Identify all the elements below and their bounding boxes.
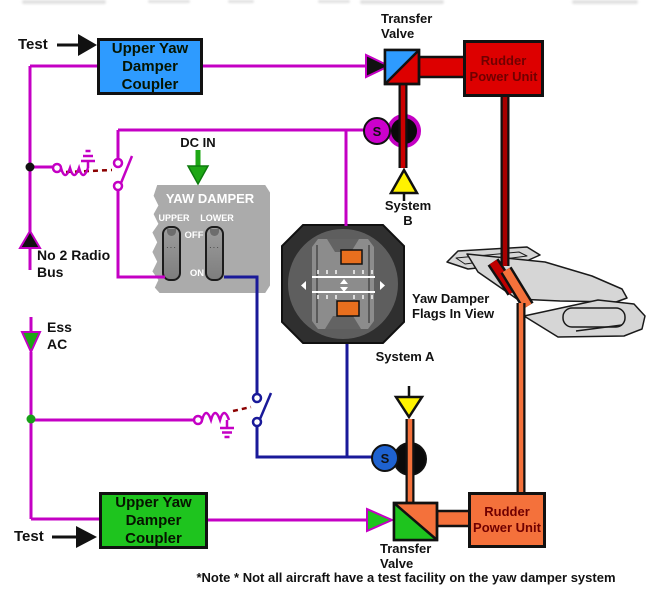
switch-contact (112, 157, 124, 169)
signal-arrowhead-top-icon (365, 53, 392, 79)
dc-in-arrow-icon (186, 150, 210, 186)
switch-contact (112, 180, 124, 192)
junction-dot-green (26, 414, 36, 424)
relay-coil-icon (59, 163, 90, 177)
test-label-top: Test (18, 36, 48, 53)
edge-artifact (228, 0, 254, 3)
solenoid-b-letter: S (373, 124, 382, 139)
upper-yaw-damper-coupler: Upper Yaw Damper Coupler (97, 38, 203, 95)
switch-notch (167, 229, 176, 236)
magenta-wiring (28, 64, 369, 522)
relay-contact (51, 162, 63, 174)
ground-icon (81, 149, 95, 168)
test-arrow-top-icon (57, 34, 97, 56)
upper-yaw-damper-toggle: ··· (162, 226, 181, 281)
panel-title: YAW DAMPER (165, 191, 255, 206)
footnote: *Note * Not all aircraft have a test fac… (196, 570, 616, 585)
transfer-valve-top (383, 48, 421, 86)
rudder-power-unit-top: Rudder Power Unit (463, 40, 544, 97)
lower-switch-label: LOWER (200, 213, 234, 223)
test-label-bottom: Test (14, 528, 44, 545)
relay-linkage-dashed (65, 168, 113, 174)
ess-ac-arrow-icon (20, 331, 42, 355)
junction-dot (25, 162, 35, 172)
relay-linkage-dashed (232, 405, 252, 413)
solenoid-valve-b (363, 117, 391, 145)
on-position-label: ON (189, 268, 205, 279)
edge-artifact (572, 0, 638, 4)
edge-artifact (360, 0, 444, 4)
lower-warning-flag (336, 300, 360, 317)
test-arrow-bottom-icon (52, 526, 97, 548)
yaw-damper-indicator-gauge (281, 224, 405, 344)
edge-artifact (148, 0, 190, 3)
system-a-label: System A (375, 349, 435, 364)
system-b-supply-icon (388, 167, 420, 195)
edge-artifact (318, 0, 350, 3)
switch-blade (119, 155, 134, 184)
signal-arrowhead-bottom-icon (366, 507, 395, 533)
rudder-actuators (487, 258, 534, 310)
solenoid-a-letter: S (381, 451, 390, 466)
off-position-label: OFF (184, 230, 204, 241)
upper-warning-flag (340, 249, 363, 265)
transfer-valve-bottom (392, 501, 439, 542)
upper-switch-label: UPPER (158, 213, 190, 223)
switch-dots: ··· (209, 243, 220, 252)
valve-rpu-connector-bottom (435, 509, 472, 528)
transfer-valve-top-label: Transfer Valve (381, 11, 433, 42)
flags-in-view-label: Yaw Damper Flags In View (412, 291, 495, 322)
ess-ac-label: Ess AC (47, 319, 72, 352)
yaw-damper-control-panel: YAW DAMPER UPPER LOWER ··· ··· OFF ON (152, 185, 270, 293)
system-b-label: System B (384, 198, 432, 229)
no2-radio-bus-label: No 2 Radio Bus (37, 247, 111, 280)
relay-contact (192, 414, 204, 426)
solenoid-valve-a (371, 444, 399, 472)
valve-rpu-connector-top (415, 55, 467, 79)
navy-wiring (224, 275, 372, 459)
rudder-power-unit-bottom: Rudder Power Unit (468, 492, 546, 548)
relay-coil-icon (200, 411, 231, 425)
lower-yaw-damper-coupler: Upper Yaw Damper Coupler (99, 492, 208, 549)
transfer-valve-bottom-label: Transfer Valve (380, 541, 432, 572)
upper-relay (25, 149, 134, 192)
dc-in-label: DC IN (180, 135, 216, 150)
switch-notch (210, 229, 219, 236)
switch-dots: ··· (166, 243, 177, 252)
no2-radio-bus-arrow-icon (18, 229, 42, 249)
system-a-supply-icon (393, 395, 425, 420)
navy-switch (251, 392, 273, 428)
ground-icon (220, 420, 234, 439)
lower-relay (26, 405, 252, 439)
lower-yaw-damper-toggle: ··· (205, 226, 224, 281)
edge-artifact (22, 0, 106, 4)
